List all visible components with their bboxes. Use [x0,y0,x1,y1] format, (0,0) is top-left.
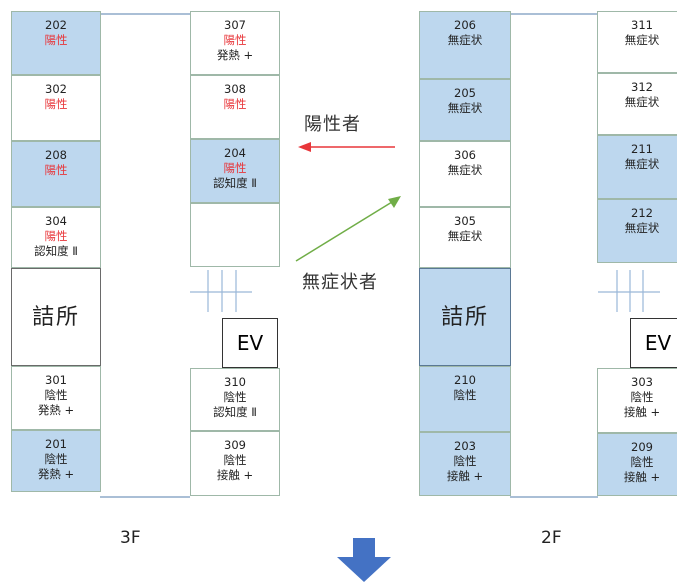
room-number: 208 [45,148,67,162]
room-number: 309 [224,438,246,452]
room-status: 陽性 [223,97,247,111]
room-number: 311 [631,18,653,32]
room-status: 陰性 [44,452,68,466]
room-number: 209 [631,440,653,454]
room-number: 204 [224,146,246,160]
elevator-3f: EV [222,318,278,368]
room-status: 陰性 [630,455,654,469]
room-number: 310 [224,375,246,389]
asymptomatic-arrow [295,196,401,262]
room-number: 211 [631,142,653,156]
room-status: 陰性 [44,388,68,402]
room-number: 307 [224,18,246,32]
room-status: 無症状 [447,101,483,115]
room-number: 201 [45,437,67,451]
room-number: 306 [454,148,476,162]
room-number: 210 [454,373,476,387]
room-status: 認知度 Ⅱ [213,176,257,190]
nurse-station-2f: 詰所 [419,268,511,366]
room-status: 陽性 [44,163,68,177]
room-status: 無症状 [624,157,660,171]
room-status: 接触 + [623,470,661,484]
room-number: 303 [631,375,653,389]
nurse-station-3f: 詰所 [11,268,101,366]
room-status: 陽性 [223,161,247,175]
room-empty-floor3 [190,203,280,267]
room-status: 陰性 [453,454,477,468]
room-number: 304 [45,214,67,228]
room-status: 接触 + [623,405,661,419]
room-status: 無症状 [447,33,483,47]
floor-label-2f: 2F [541,528,562,548]
room-number: 301 [45,373,67,387]
room-status: 陽性 [223,33,247,47]
room-number: 302 [45,82,67,96]
floor-label-3f: 3F [120,528,141,548]
room-status: 認知度 Ⅱ [213,405,257,419]
positive-arrow [298,142,395,152]
room-status: 発熱 + [37,403,75,417]
room-status: 無症状 [624,33,660,47]
room-status: 陰性 [223,453,247,467]
room-status: 陰性 [453,388,477,402]
room-status: 無症状 [447,163,483,177]
stairs-3f [190,270,252,312]
down-arrow-icon [337,538,391,582]
room-status: 陰性 [630,390,654,404]
room-status: 無症状 [624,221,660,235]
positive-patients-label: 陽性者 [304,114,361,135]
room-status: 無症状 [447,229,483,243]
room-number: 205 [454,86,476,100]
asymptomatic-patients-label: 無症状者 [302,272,378,293]
room-number: 308 [224,82,246,96]
room-number: 206 [454,18,476,32]
room-status: 陽性 [44,33,68,47]
room-status: 無症状 [624,95,660,109]
room-status: 認知度 Ⅱ [34,244,78,258]
room-status: 発熱 + [216,48,254,62]
elevator-2f: EV [630,318,677,368]
room-number: 202 [45,18,67,32]
stairs-2f [598,270,660,312]
room-number: 312 [631,80,653,94]
room-status: 陰性 [223,390,247,404]
room-status: 接触 + [446,469,484,483]
room-number: 203 [454,439,476,453]
room-status: 発熱 + [37,467,75,481]
room-number: 212 [631,206,653,220]
room-status: 陽性 [44,229,68,243]
room-number: 305 [454,214,476,228]
room-status: 接触 + [216,468,254,482]
room-status: 陽性 [44,97,68,111]
